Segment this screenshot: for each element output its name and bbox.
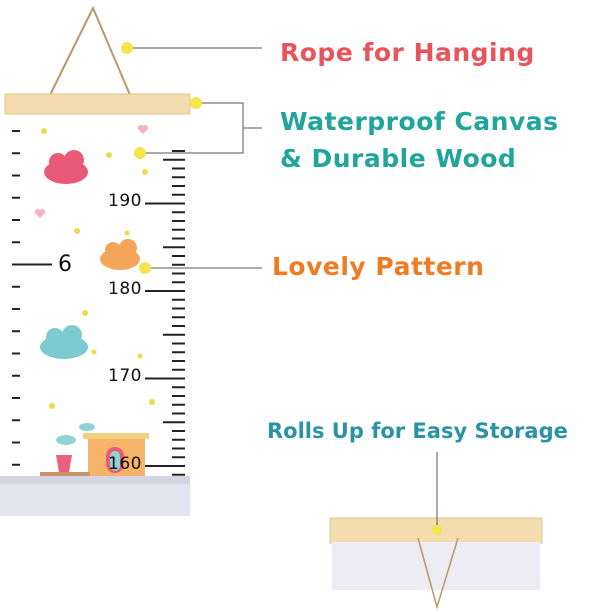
callout-pattern: Lovely Pattern [272, 252, 485, 281]
house-icon [40, 423, 149, 477]
callout-storage: Rolls Up for Easy Storage [267, 419, 568, 443]
cloud-orange-icon [100, 239, 140, 270]
callout-lines [127, 47, 438, 530]
hanging-rope [49, 5, 131, 96]
callout-rope: Rope for Hanging [280, 38, 535, 67]
ruler-label-170: 170 [108, 366, 142, 386]
ruler-label-190: 190 [108, 191, 142, 211]
ruler-label-feet-6: 6 [58, 252, 73, 277]
ruler-label-180: 180 [108, 279, 142, 299]
rolled-canvas [332, 542, 540, 590]
star-icons [41, 128, 155, 409]
ruler-label-160: 160 [108, 454, 142, 474]
callout-dots [121, 42, 442, 535]
cloud-blue-icon [40, 325, 88, 359]
callout-canvas-line2: & Durable Wood [280, 144, 517, 173]
cloud-pink-icon [44, 150, 88, 184]
heart-icons [34, 125, 149, 218]
height-chart-canvas [8, 112, 188, 477]
ruler-ticks [12, 130, 185, 494]
wooden-top-bar [4, 93, 191, 115]
rolled-rope [417, 537, 459, 610]
callout-canvas-line1: Waterproof Canvas [280, 107, 559, 136]
